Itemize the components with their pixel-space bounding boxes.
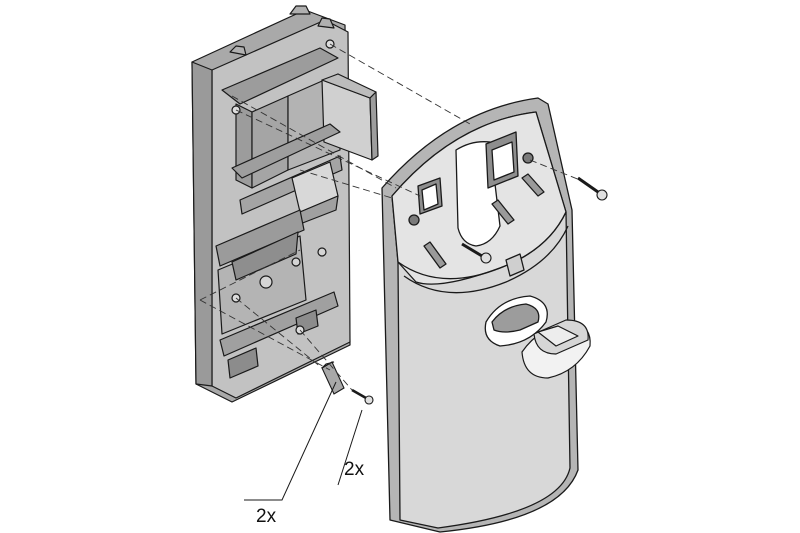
selector-knob [521, 319, 591, 379]
cover-housing [381, 97, 579, 533]
callout-quantity-screw: 2x [344, 459, 365, 480]
callout-quantity-clip: 2x [256, 506, 277, 527]
callout-leaders [244, 381, 363, 501]
mounting-screws [351, 176, 608, 405]
retaining-clip [321, 361, 345, 395]
assembly-guide-lines [199, 43, 581, 391]
base-plate [191, 5, 379, 403]
